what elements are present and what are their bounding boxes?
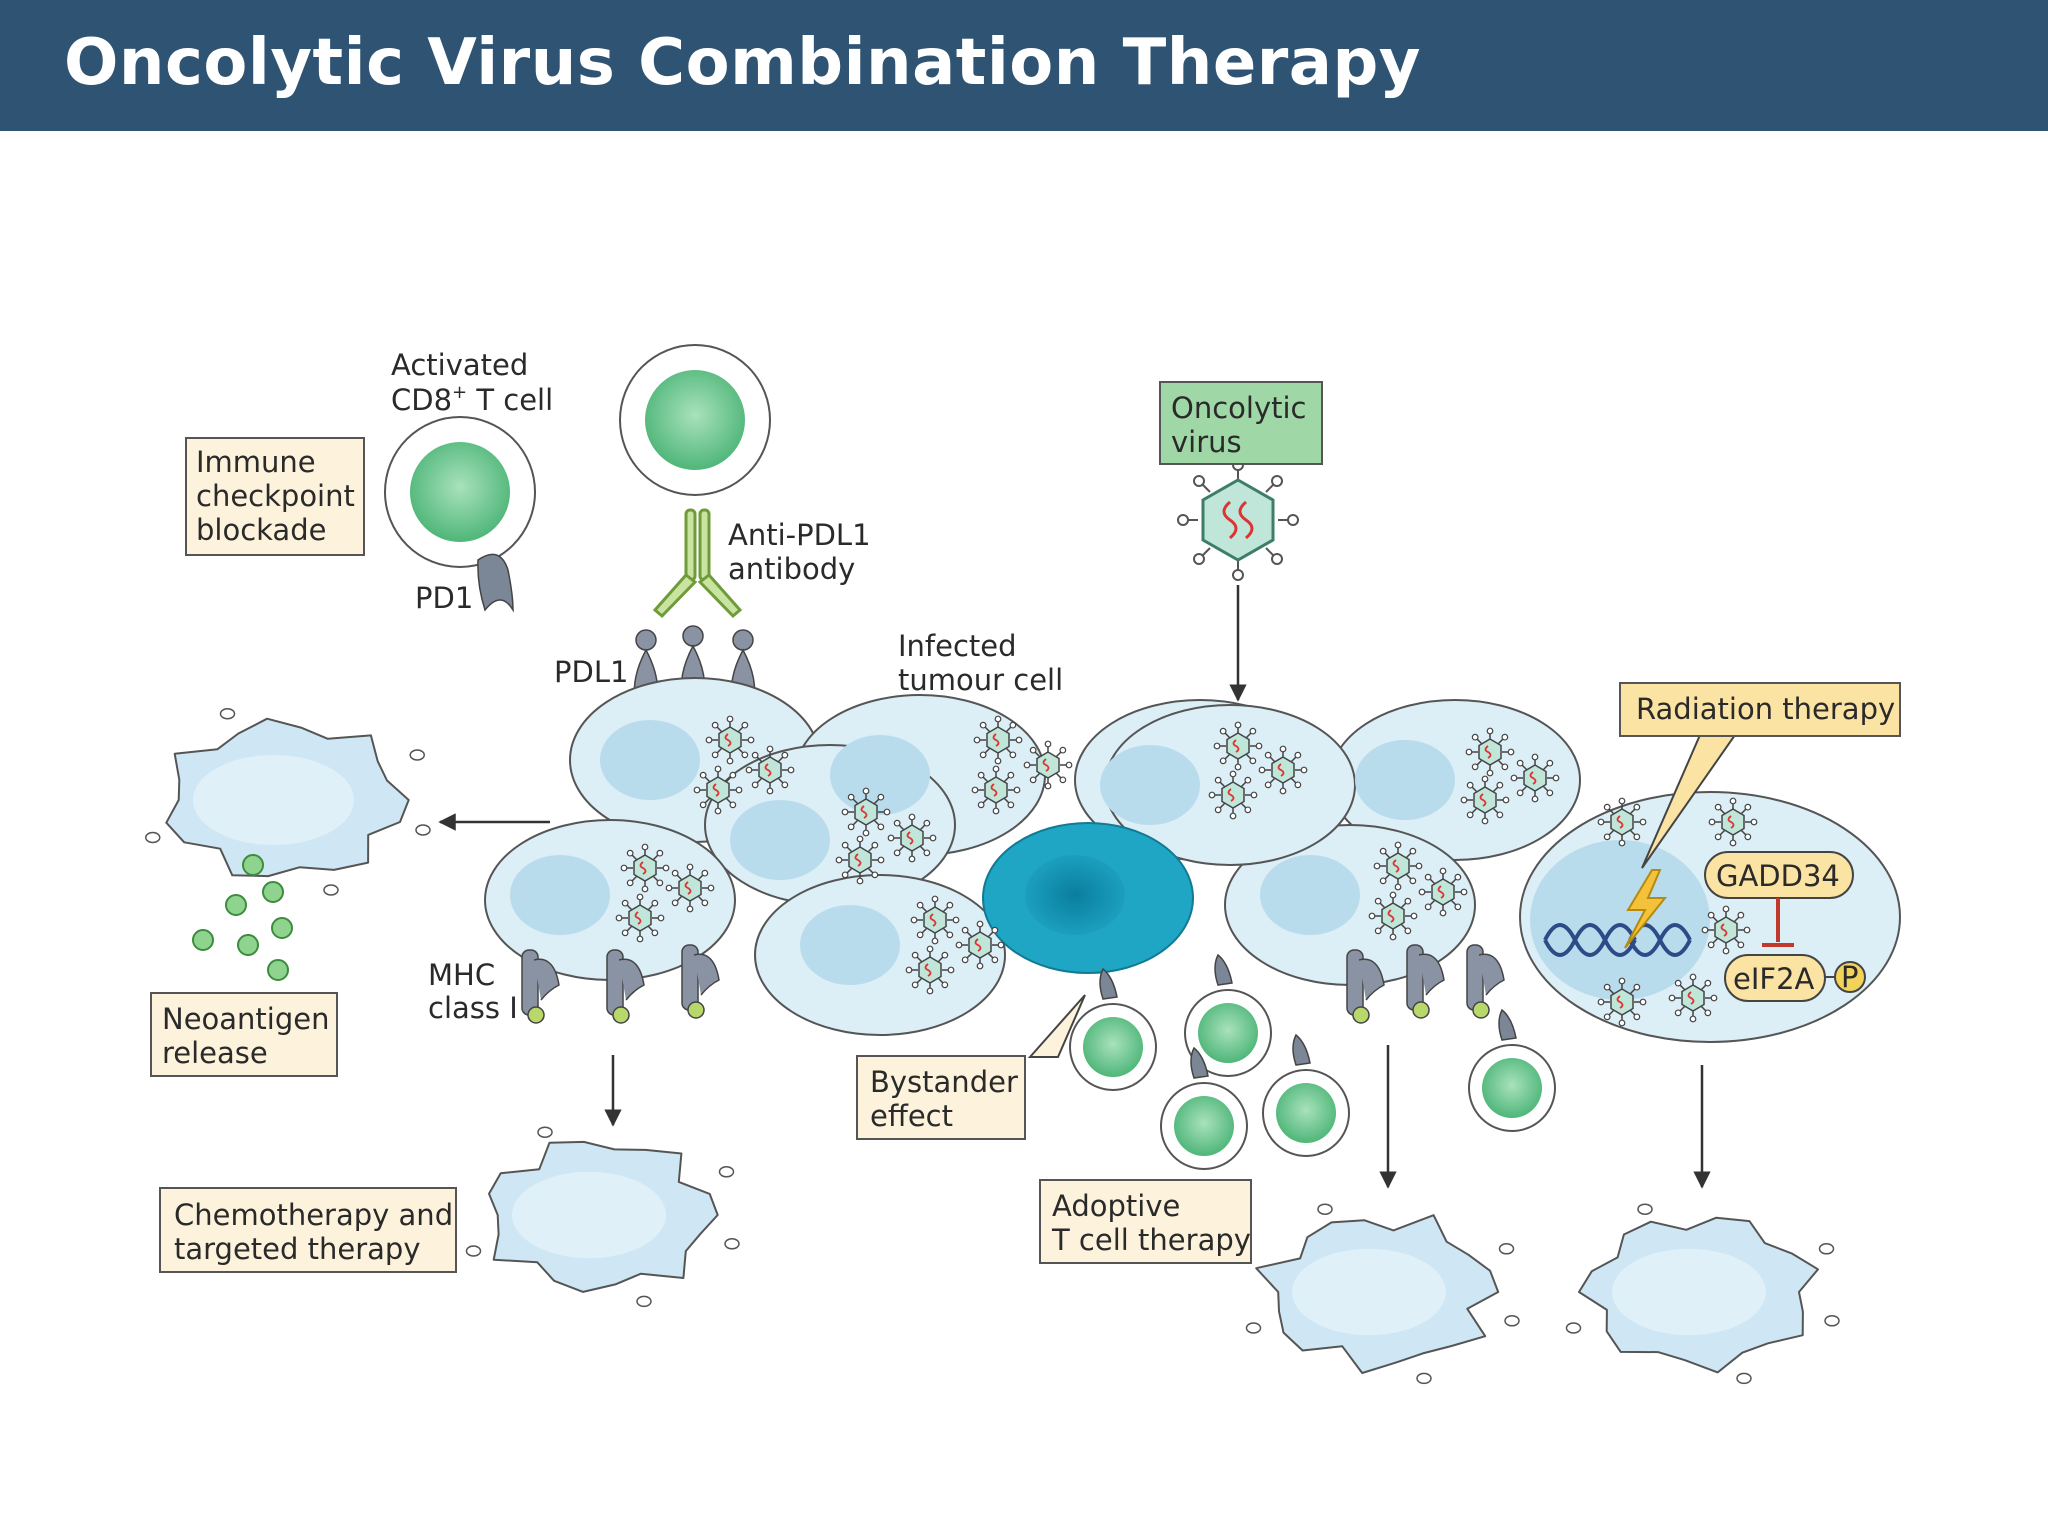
lightning-bolt-icon [1624, 869, 1668, 949]
mhc-receptor [1406, 944, 1445, 1019]
virus-icon [1373, 841, 1423, 891]
virus-icon [1418, 867, 1468, 917]
radiation-box [1619, 682, 1901, 737]
virus-icon [615, 893, 665, 943]
pd1-label: PD1 [415, 581, 473, 615]
checkpoint-label-line3: blockade [196, 513, 326, 547]
virus-icon [841, 787, 891, 837]
bystander-tumour-cell [982, 822, 1194, 974]
neoantigen-box [150, 992, 338, 1077]
page-title: Oncolytic Virus Combination Therapy [64, 26, 1421, 100]
virus-icon [1023, 740, 1073, 790]
virus-icon [1208, 770, 1258, 820]
virus-icon [1597, 797, 1647, 847]
mhc-receptor [606, 949, 645, 1024]
neoantigen-label-line1: Neoantigen [162, 1002, 330, 1036]
infected-label-line1: Infected [898, 629, 1017, 663]
lysed-cell [1565, 1203, 1840, 1385]
virus-icon [665, 863, 715, 913]
virus-icon [1668, 973, 1718, 1023]
activated-t-cell-label-line2: CD8+ T cell [391, 382, 553, 417]
adoptive-label-line1: Adoptive [1052, 1189, 1180, 1223]
neoantigen-label-line2: release [162, 1036, 268, 1070]
virus-icon [1510, 753, 1560, 803]
pd1-receptor-icon [477, 553, 514, 613]
bystander-label-line1: Bystander [870, 1065, 1018, 1099]
virus-icon [1460, 775, 1510, 825]
oncolytic-label-line1: Oncolytic [1171, 391, 1306, 425]
pdl1-label: PDL1 [554, 655, 628, 689]
radiation-label: Radiation therapy [1636, 692, 1895, 726]
anti-pdl1-label-line1: Anti-PDL1 [728, 518, 871, 552]
virus-icon [1465, 727, 1515, 777]
oncolytic-virus-icon [1177, 459, 1299, 581]
mhc-receptor [1346, 949, 1385, 1024]
gadd34-label: GADD34 [1716, 859, 1840, 893]
mhc-class-i-receptors-icon [521, 944, 1505, 1024]
infected-label-line2: tumour cell [898, 663, 1063, 697]
phospho-circle [1834, 961, 1866, 993]
virus-icon [1701, 905, 1751, 955]
lysed-cells [145, 708, 1840, 1385]
virus-icon [905, 945, 955, 995]
virus-icon [1597, 977, 1647, 1027]
lysed-cell [465, 1126, 740, 1308]
t-cell-with-antibody [619, 344, 771, 496]
lysed-cell [1245, 1203, 1520, 1385]
checkpoint-label-line1: Immune [196, 445, 316, 479]
anti-pdl1-label-line2: antibody [728, 552, 855, 586]
mhc-receptor [1466, 944, 1505, 1019]
mhc-label-line1: MHC [428, 958, 495, 992]
activated-t-cell [384, 416, 536, 568]
nuclei [510, 720, 1710, 1000]
virus-icon [1258, 745, 1308, 795]
virus-icon [835, 835, 885, 885]
neoantigen-dots [192, 854, 293, 981]
checkpoint-box [185, 437, 365, 556]
activated-t-cell-label-line1: Activated [391, 348, 528, 382]
eif2a-label: eIF2A [1733, 962, 1815, 996]
virus-icon [887, 813, 937, 863]
checkpoint-label-line2: checkpoint [196, 479, 355, 513]
chemo-box [159, 1187, 457, 1273]
adoptive-t-cell [1184, 953, 1272, 1077]
adoptive-t-cell [1160, 1046, 1248, 1170]
oncolytic-virus-box [1159, 381, 1323, 465]
adoptive-t-cell [1262, 1033, 1350, 1157]
virus-icon [971, 765, 1021, 815]
virus-icon [910, 895, 960, 945]
virus-icon [620, 843, 670, 893]
arrows [438, 585, 1711, 1189]
adoptive-box [1039, 1179, 1252, 1264]
mhc-label-line2: class I [428, 991, 518, 1025]
bystander-pointer [1027, 994, 1086, 1058]
virus-icon [955, 920, 1005, 970]
virus-icon [1708, 797, 1758, 847]
virus-icon [1213, 721, 1263, 771]
bystander-box [856, 1055, 1026, 1140]
chemo-label-line2: targeted therapy [174, 1232, 421, 1266]
oncolytic-label-line2: virus [1171, 425, 1242, 459]
adoptive-t-cell [1468, 1008, 1556, 1132]
mhc-receptor [681, 944, 720, 1019]
virus-icon [705, 715, 755, 765]
virus-icon [693, 765, 743, 815]
virus-particles [615, 715, 1758, 1027]
virus-icon [973, 715, 1023, 765]
adoptive-label-line2: T cell therapy [1051, 1223, 1251, 1257]
phospho-label: P [1841, 960, 1859, 994]
virus-icon [1368, 891, 1418, 941]
lysed-cell [145, 708, 431, 896]
bystander-label-line2: effect [870, 1099, 953, 1133]
chemo-label-line1: Chemotherapy and [174, 1198, 453, 1232]
mhc-receptor [521, 949, 560, 1024]
adoptive-t-cell [1069, 967, 1157, 1091]
anti-pdl1-antibody-icon [652, 508, 743, 619]
virus-icon [745, 745, 795, 795]
header-bar: Oncolytic Virus Combination Therapy [0, 0, 2048, 131]
adoptive-t-cells [1069, 953, 1556, 1170]
